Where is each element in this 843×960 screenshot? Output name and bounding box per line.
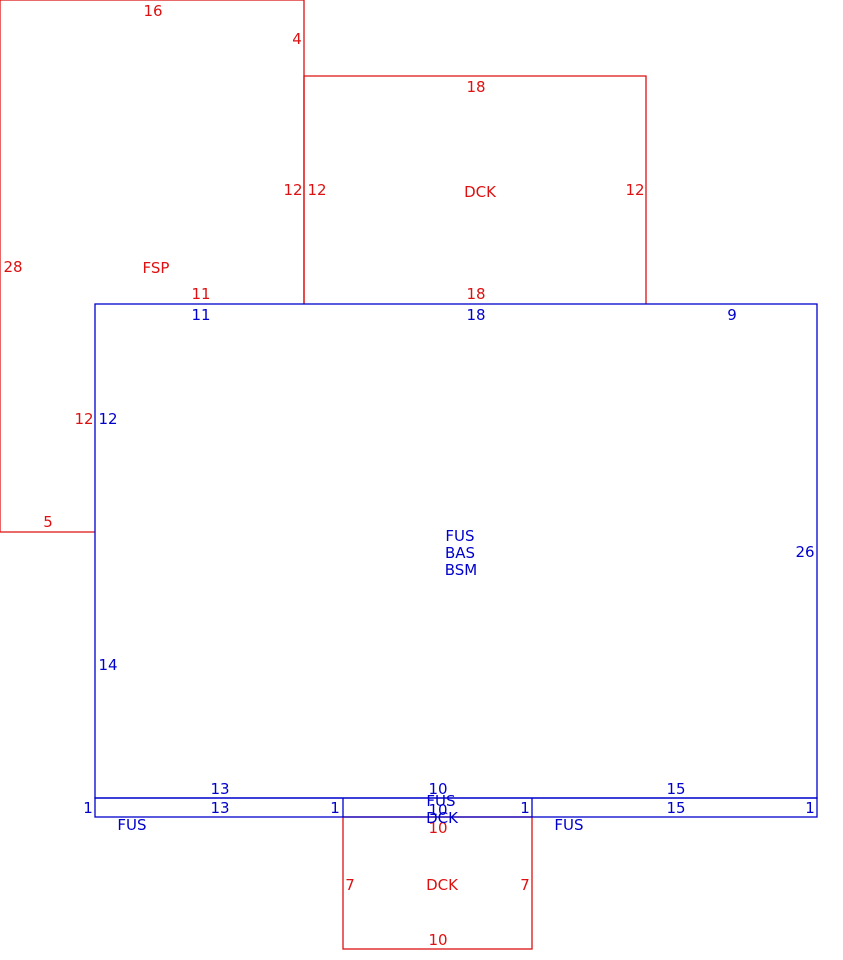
front-deck-dim-left: 7 (345, 876, 355, 894)
strip-left-dim-top: 13 (210, 799, 229, 817)
front-deck-area: DCK 10 7 7 10 (342, 816, 533, 950)
main-house-dim-bottom-c: 15 (666, 780, 685, 798)
fsp-dim-inner: 12 (283, 181, 302, 199)
rear-deck-dim-top: 18 (466, 78, 485, 96)
rear-deck-label: DCK (464, 183, 497, 201)
strip-right-dim-left: 1 (520, 799, 530, 817)
strip-mid-label-dck: DCK (426, 809, 459, 827)
front-deck-dim-right: 7 (520, 876, 530, 894)
main-house-label-fus: FUS (445, 527, 474, 545)
main-house-dim-left-upper: 12 (98, 410, 117, 428)
strip-right-label: FUS (554, 816, 583, 834)
rear-deck-dim-right: 12 (625, 181, 644, 199)
main-house-dim-right: 26 (795, 543, 814, 561)
strip-right-dim-right: 1 (805, 799, 815, 817)
front-deck-dim-top: 10 (428, 819, 447, 837)
main-house-label-bas: BAS (445, 544, 475, 562)
front-deck-dim-bottom: 10 (428, 931, 447, 949)
rear-deck-area: DCK 18 12 12 18 (303, 75, 647, 304)
front-strip-outline (94, 797, 818, 818)
rear-deck-dim-left: 12 (307, 181, 326, 199)
fsp-dim-left: 28 (3, 258, 22, 276)
strip-left-dim-right: 1 (330, 799, 340, 817)
fsp-dim-join-top: 11 (191, 285, 210, 303)
fsp-dim-bottom: 5 (43, 513, 53, 531)
strip-mid-dim-top: 10 (428, 801, 447, 819)
main-house-area: FUS BAS BSM 11 18 9 12 14 26 13 10 15 (94, 303, 818, 799)
fsp-dim-step: 4 (292, 30, 302, 48)
fsp-dim-top: 16 (143, 2, 162, 20)
main-house-dim-top-b: 18 (466, 306, 485, 324)
rear-deck-dim-bottom: 18 (466, 285, 485, 303)
main-house-dim-bottom-a: 13 (210, 780, 229, 798)
main-house-label-bsm: BSM (445, 561, 478, 579)
strip-left-dim-left: 1 (83, 799, 93, 817)
fsp-area: FSP 16 4 12 28 5 11 12 (0, 0, 305, 533)
main-house-dim-left-lower: 14 (98, 656, 117, 674)
main-house-dim-bottom-b: 10 (428, 780, 447, 798)
strip-mid-label-fus: FUS (426, 792, 455, 810)
front-deck-label: DCK (426, 876, 459, 894)
strip-right-dim-top: 15 (666, 799, 685, 817)
main-house-dim-top-a: 11 (191, 306, 210, 324)
fsp-label: FSP (143, 259, 170, 277)
strip-left-label: FUS (117, 816, 146, 834)
fsp-dim-join-side: 12 (74, 410, 93, 428)
front-strip-area: FUS 13 1 1 FUS 10 DCK FUS 15 1 1 (83, 792, 818, 834)
rear-deck-outline (303, 75, 647, 304)
main-house-dim-top-c: 9 (727, 306, 737, 324)
